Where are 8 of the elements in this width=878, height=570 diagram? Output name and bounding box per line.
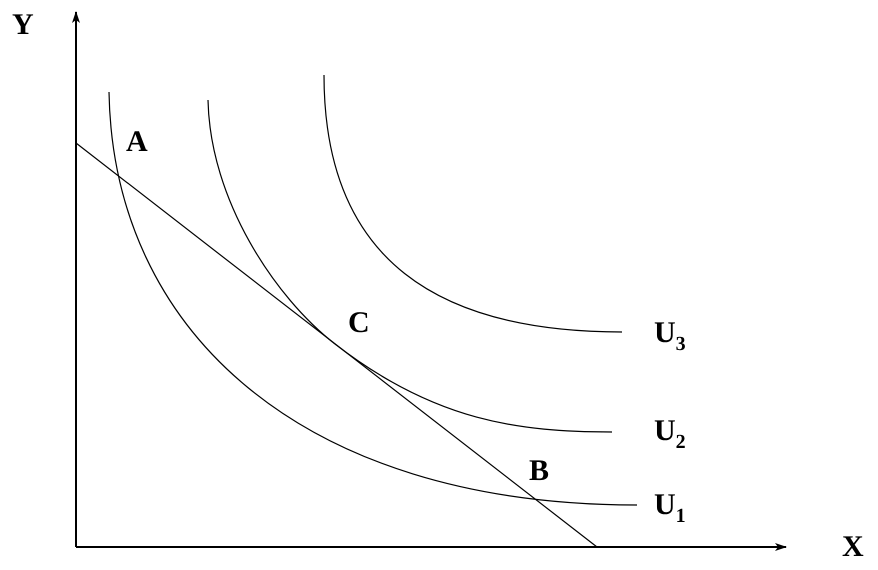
axis-label: X <box>842 532 864 562</box>
point-label: B <box>529 456 550 486</box>
curve-label: U$_{1}$ <box>654 490 686 520</box>
curve-label: U$_{3}$ <box>654 318 686 348</box>
curve-label: U$_{2}$ <box>654 416 686 446</box>
axis-label: Y <box>12 10 34 40</box>
point-label: A <box>126 127 148 157</box>
point-label: C <box>348 308 370 338</box>
